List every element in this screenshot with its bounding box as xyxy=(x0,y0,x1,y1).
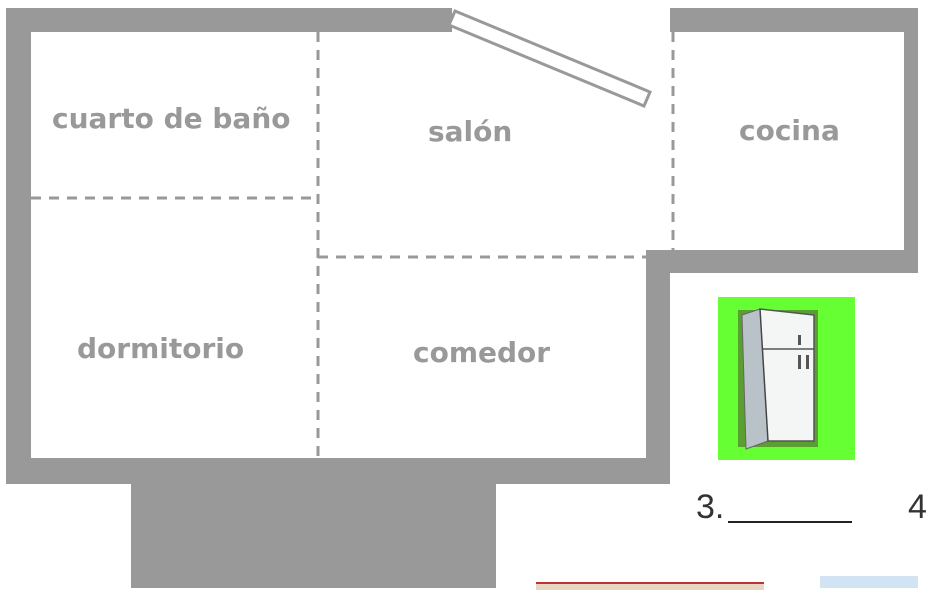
fridge-picture xyxy=(718,297,855,460)
picture-partial-bottom xyxy=(536,582,764,590)
wall-inner-right xyxy=(646,250,670,484)
wall-top-right xyxy=(670,8,918,32)
room-label-kitchen: cocina xyxy=(739,114,840,147)
item-4-number: 4 xyxy=(908,488,927,526)
room-label-bedroom: dormitorio xyxy=(77,332,245,365)
wall-right xyxy=(904,8,918,273)
picture-partial-bottom-right xyxy=(820,576,918,588)
room-label-living-room: salón xyxy=(428,115,513,148)
wall-top-left xyxy=(6,8,452,32)
item-3-answer-line[interactable] xyxy=(728,521,852,523)
room-label-dining-room: comedor xyxy=(413,336,551,369)
wall-bottom xyxy=(6,458,670,484)
refrigerator-icon xyxy=(738,308,818,450)
entrance-block xyxy=(131,484,496,588)
door xyxy=(447,9,652,108)
room-label-bathroom: cuarto de baño xyxy=(52,102,291,135)
item-3-number: 3. xyxy=(696,488,725,526)
wall-left xyxy=(6,8,31,482)
wall-kitchen-bottom xyxy=(646,250,918,273)
